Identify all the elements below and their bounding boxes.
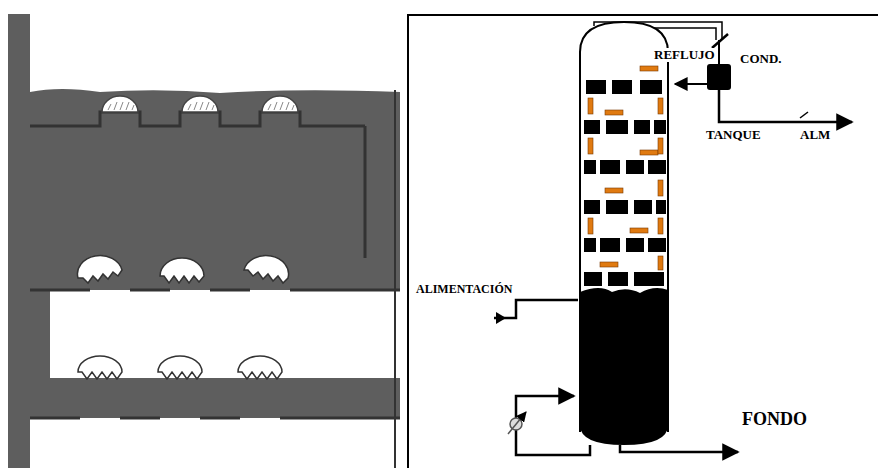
part-label: TANQUE [704,128,763,142]
distillation-column [494,20,852,455]
part-label: ALIMENTACIÓN [414,283,514,296]
part-label: COND. [738,52,784,66]
part-label: REFLUJO [652,48,717,62]
bubble-cap-trays [8,14,403,468]
part-label: ALM [798,128,832,142]
part-label: FONDO [740,410,809,430]
